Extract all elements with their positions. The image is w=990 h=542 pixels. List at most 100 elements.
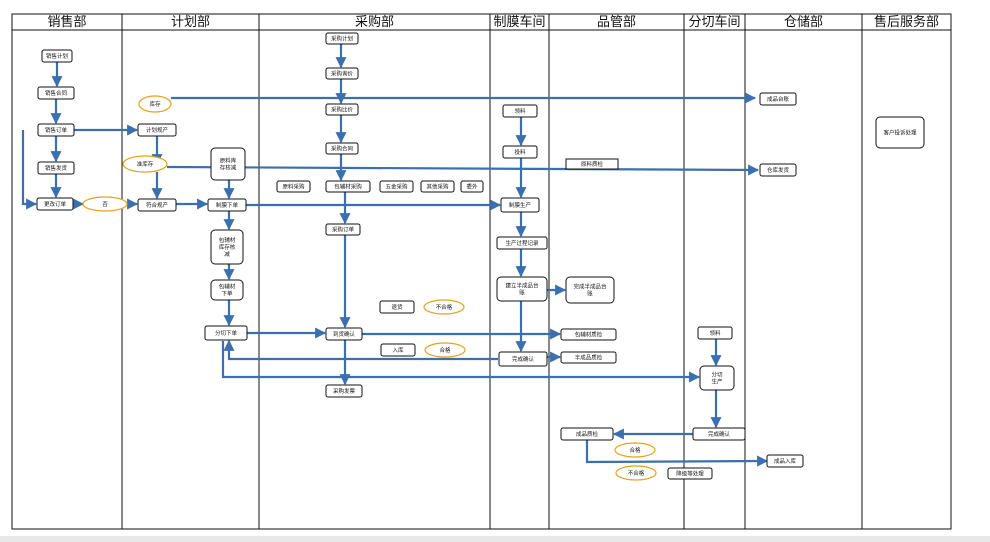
process-nodes: 销售计划销售合同销售订单销售发货更改订单计划规产符合规产原料库存核减制膜下单包辅… [36,32,925,481]
scrollbar-track[interactable] [0,536,990,542]
process-label: 完成确认 [708,430,731,438]
decision-label: 不合格 [436,303,453,311]
process-box-raw-purch[interactable]: 原料采购 [276,180,311,193]
decision-oval-reserve[interactable]: 准库存 [122,155,168,173]
process-box-slit-order[interactable]: 分切下单 [204,325,248,341]
process-label: 制膜下单 [216,201,239,209]
decision-oval-qualified-purch[interactable]: 合格 [424,342,466,358]
process-box-raw-qc[interactable]: 原料质检 [565,158,619,170]
process-box-complete-confirm-film[interactable]: 完成确认 [498,351,548,367]
process-label: 仓库发货 [767,166,790,174]
process-label: 客户投诉处理 [883,129,917,137]
process-box-pack-qc[interactable]: 包辅材质检 [560,328,617,341]
process-box-hardware-purch[interactable]: 五金采购 [379,180,414,193]
process-box-feed[interactable]: 投料 [502,145,538,159]
process-label: 存核减 [220,164,237,172]
lane-title: 销售部 [47,14,86,30]
decision-oval-unqualified-final[interactable]: 不合格 [615,465,657,481]
connector-arrow [166,164,760,176]
process-box-warehousing[interactable]: 入库 [380,343,416,357]
process-box-sales-order[interactable]: 销售订单 [37,123,75,137]
process-label: 符合规产 [146,201,169,209]
process-box-sales-ship[interactable]: 销售发货 [37,161,75,175]
connector-arrow [223,339,498,361]
process-box-final-qc[interactable]: 成品质检 [560,427,614,441]
process-box-sales-plan[interactable]: 销售计划 [41,49,73,63]
connectors [21,44,769,467]
process-box-purch-invoice[interactable]: 采购发票 [325,384,363,398]
process-label: 销售计划 [46,52,68,60]
process-label: 账 [519,289,525,297]
decision-oval-qualified-final[interactable]: 合格 [614,442,656,458]
decision-oval-stock[interactable]: 库存 [138,95,172,113]
process-label: 生产过程记录 [505,239,539,247]
process-box-complete-confirm-slit[interactable]: 完成确认 [692,427,746,441]
process-box-purch-contract[interactable]: 采购合同 [325,142,359,155]
process-label: 制膜生产 [509,201,532,209]
swimlanes: 销售部计划部采购部制膜车间品管部分切车间仓储部售后服务部 [11,13,952,530]
process-box-change-order[interactable]: 更改订单 [36,197,74,211]
process-label: 库存核 [219,243,236,251]
process-box-plan-prod[interactable]: 计划规产 [137,123,177,137]
process-label: 分切 [711,371,723,379]
process-label: 到货确认 [333,330,356,338]
process-box-film-order[interactable]: 制膜下单 [207,198,247,212]
process-label: 原料采购 [282,183,305,191]
process-box-pack-purch[interactable]: 包辅材采购 [325,180,371,193]
process-label: 完成半成品台 [573,283,607,291]
process-label: 包辅材 [219,236,236,244]
process-box-complaint[interactable]: 客户投诉处理 [875,116,925,149]
process-box-other-purch[interactable]: 其他采购 [420,180,455,193]
decision-label: 否 [102,201,108,208]
process-label: 采购合同 [331,145,354,153]
process-label: 成品质检 [576,430,599,438]
process-label: 包辅材 [219,283,236,291]
process-label: 采购询价 [331,70,354,78]
process-label: 销售发货 [45,164,68,172]
process-box-purch-order[interactable]: 采购订单 [325,223,361,236]
process-box-pick-film[interactable]: 领料 [502,104,538,118]
process-box-arrival-confirm[interactable]: 到货确认 [325,327,363,341]
process-box-outsource[interactable]: 委外 [460,180,484,193]
lane-title: 采购部 [355,14,394,30]
decision-label: 不合格 [628,469,645,477]
decision-label: 准库存 [137,160,154,168]
connector-arrow [585,440,769,467]
process-label: 销售订单 [45,126,68,134]
process-box-film-prod[interactable]: 制膜生产 [500,197,540,213]
process-box-prod-record[interactable]: 生产过程记录 [496,236,548,250]
process-box-purch-compare[interactable]: 采购比价 [325,103,359,116]
process-label: 退货 [391,303,403,311]
process-box-warehouse-ship[interactable]: 仓库发货 [759,163,797,177]
process-label: 其他采购 [426,183,449,191]
process-label: 成品入库 [774,457,797,465]
decision-oval-no[interactable]: 否 [82,196,128,212]
process-box-semi-qc[interactable]: 半成品质检 [560,351,617,364]
process-label: 领料 [514,107,526,115]
decision-oval-unqualified-purch[interactable]: 不合格 [423,299,465,315]
process-box-downgrade[interactable]: 降级等处理 [667,467,713,480]
lane-title: 仓储部 [784,15,823,30]
lane-title: 制膜车间 [493,14,545,30]
process-box-pick-slit[interactable]: 领料 [697,326,733,340]
process-label: 采购订单 [332,226,355,234]
process-label: 领料 [709,329,721,337]
process-label: 五金采购 [385,183,408,191]
process-box-purch-plan[interactable]: 采购计划 [325,32,359,45]
process-label: 账 [587,290,593,298]
process-label: 委外 [466,183,478,191]
process-box-match-prod[interactable]: 符合规产 [137,198,177,212]
process-box-finished-ledger[interactable]: 成品台账 [759,92,797,106]
process-box-finished-in[interactable]: 成品入库 [766,454,804,468]
process-label: 半成品质检 [575,354,603,362]
process-box-sales-contract[interactable]: 销售合同 [37,86,75,100]
process-box-purch-inquiry[interactable]: 采购询价 [325,67,359,80]
process-box-return-goods[interactable]: 退货 [379,300,415,314]
process-label: 减 [224,250,230,258]
